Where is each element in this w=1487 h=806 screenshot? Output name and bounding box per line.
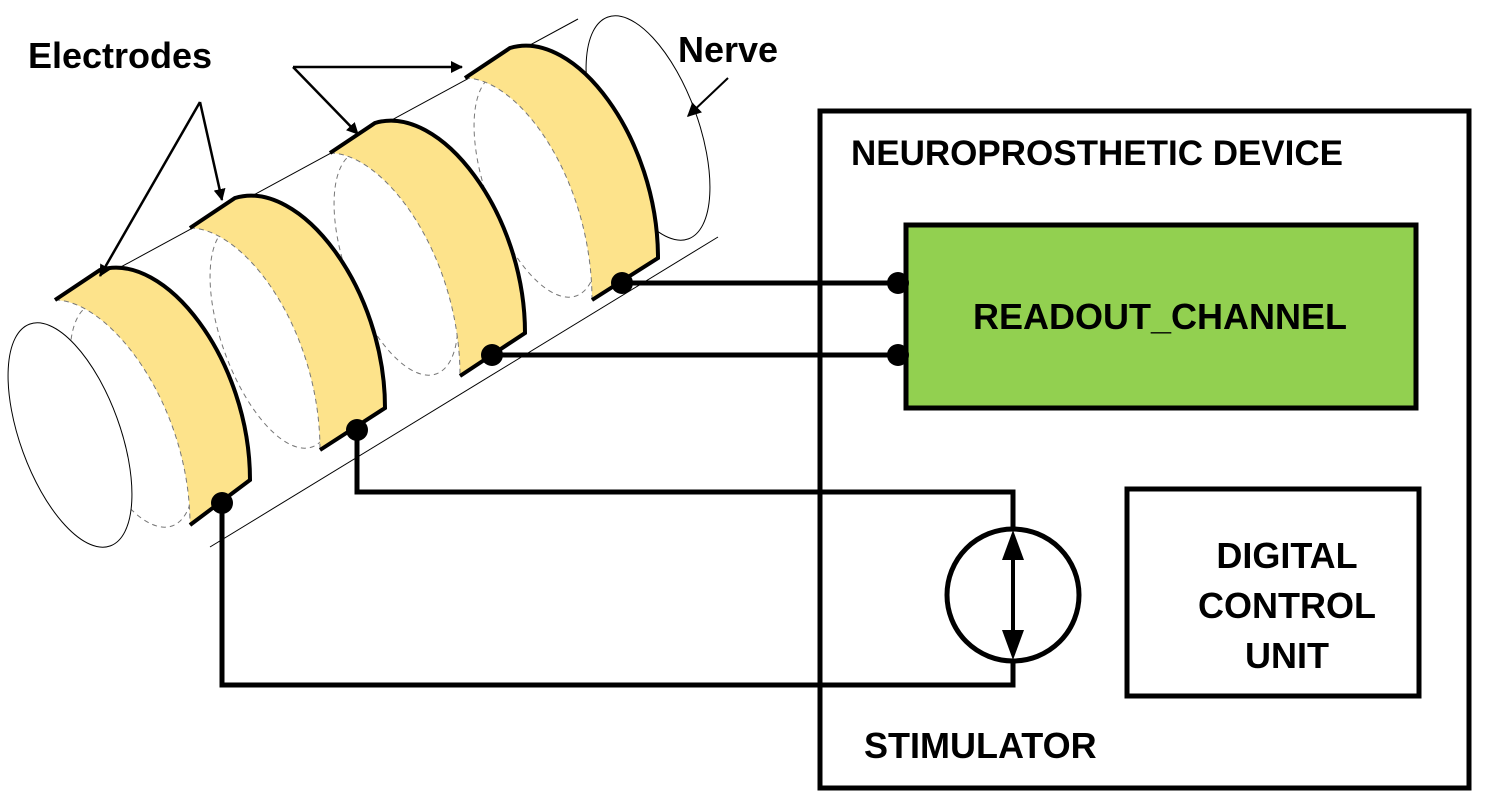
- digital-control-unit-box: [1124, 486, 1422, 699]
- control-unit-label-line2: CONTROL: [1198, 585, 1376, 626]
- connection-dots: [211, 272, 909, 514]
- electrodes-label: Electrodes: [28, 35, 212, 76]
- nerve-pointer-arrow: [686, 77, 729, 117]
- electrode-ring-4: [463, 43, 661, 302]
- control-unit-label-line3: UNIT: [1245, 635, 1329, 676]
- electrode-ring-1: [53, 265, 253, 527]
- electrode-ring-3: [328, 118, 528, 378]
- readout-channel-box: [903, 222, 1419, 411]
- stimulator-label: STIMULATOR: [864, 725, 1097, 766]
- nerve-label: Nerve: [678, 29, 778, 70]
- readout-channel-label: READOUT_CHANNEL: [973, 296, 1347, 337]
- device-title: NEUROPROSTHETIC DEVICE: [851, 134, 1343, 173]
- electrodes-pointer-arrows: [98, 61, 463, 277]
- stimulator-current-source: [944, 526, 1082, 664]
- wires: [219, 280, 1016, 688]
- neuroprosthetic-device-box: [817, 108, 1472, 791]
- control-unit-label-line1: DIGITAL: [1216, 535, 1357, 576]
- electrode-ring-2: [188, 193, 388, 452]
